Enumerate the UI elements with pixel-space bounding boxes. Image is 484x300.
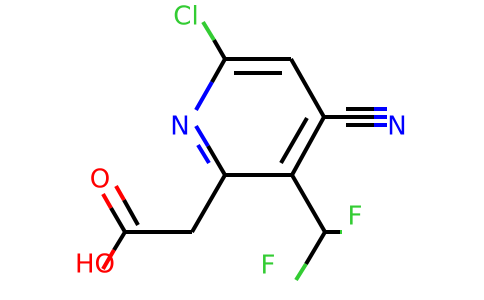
chlorine-label: Cl [173,2,198,32]
hydroxyl-label: HO [75,250,115,280]
bond-c-o-double-a-o [101,193,113,209]
bond-c2-n1-b [196,143,211,165]
bond-c-oh [112,230,127,252]
bond-chf2-f-lower-halogen [294,262,308,282]
bond-c-o-double-a [109,206,127,234]
bond-c4-c3-b [279,116,309,165]
bond-c-o-double-b [122,199,140,226]
ring-nitrogen-label: N [170,112,189,142]
bond-c-o-double-b-o [114,185,126,201]
bond-c2-ch2 [190,173,227,234]
bond-c-oh-o [101,248,116,271]
bond-c2-n1-a-n [194,124,210,148]
bond-n1-c6 [194,81,214,111]
bond-c6-cl-halogen [201,20,216,42]
fluorine-lower-label: F [261,251,276,281]
bond-c2-n1-a [206,144,227,177]
bond-c6-cl [212,38,227,61]
bond-n1-c6-carbon [210,58,227,83]
fluorine-upper-label: F [348,202,363,232]
bond-chf2-f-lower [304,230,327,266]
bond-c3-chf2 [290,173,327,234]
nitrile-nitrogen-label: N [387,112,406,142]
bond-c5-c4 [289,58,326,118]
bond-c4-c3-a [290,116,326,176]
carbonyl-oxygen-label: O [90,165,110,195]
